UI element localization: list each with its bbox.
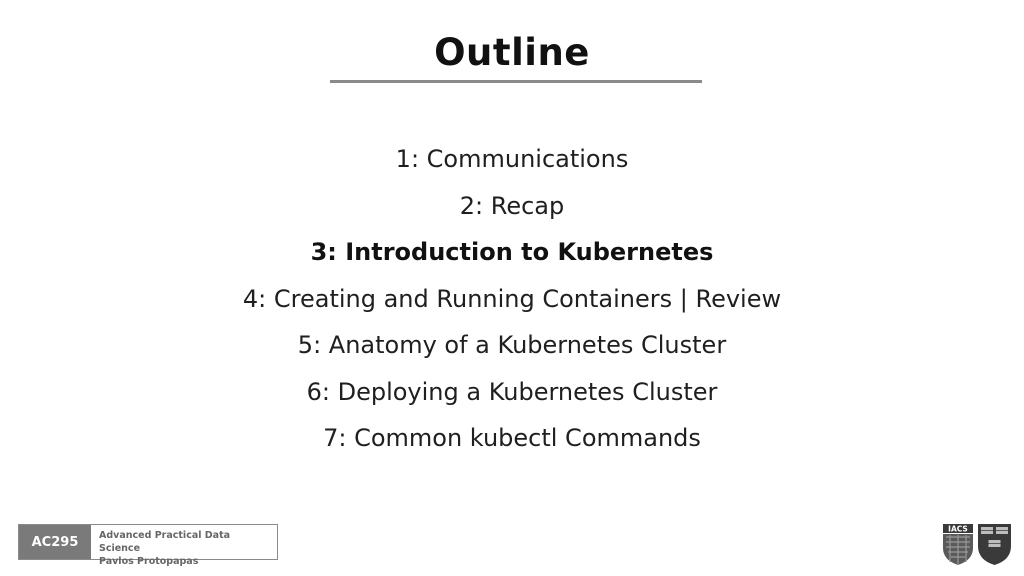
course-code: AC295 bbox=[19, 525, 91, 559]
title-underline bbox=[330, 80, 702, 83]
iacs-harvard-logo-icon: IACS bbox=[943, 524, 1011, 565]
outline-item-1: 1: Communications bbox=[395, 145, 629, 173]
slide-title: Outline bbox=[434, 31, 590, 74]
instructor-name: Pavlos Protopapas bbox=[99, 556, 199, 567]
logo-text: IACS bbox=[948, 525, 968, 534]
outline-item-4: 4: Creating and Running Containers | Rev… bbox=[242, 284, 782, 313]
outline-item-5: 5: Anatomy of a Kubernetes Cluster bbox=[297, 331, 727, 359]
course-badge: AC295 Advanced Practical Data Science Pa… bbox=[18, 524, 278, 567]
outline-list: 1: Communications 2: Recap 3: Introducti… bbox=[0, 136, 1024, 462]
course-name: Advanced Practical Data Science bbox=[99, 530, 231, 554]
iacs-shield-icon: IACS bbox=[943, 524, 973, 565]
harvard-shield-icon bbox=[978, 524, 1011, 565]
course-info: Advanced Practical Data Science Pavlos P… bbox=[91, 525, 277, 567]
outline-item-7: 7: Common kubectl Commands bbox=[323, 424, 701, 452]
outline-item-6: 6: Deploying a Kubernetes Cluster bbox=[306, 377, 718, 406]
outline-item-3-active: 3: Introduction to Kubernetes bbox=[310, 238, 714, 266]
outline-item-2: 2: Recap bbox=[459, 191, 565, 220]
